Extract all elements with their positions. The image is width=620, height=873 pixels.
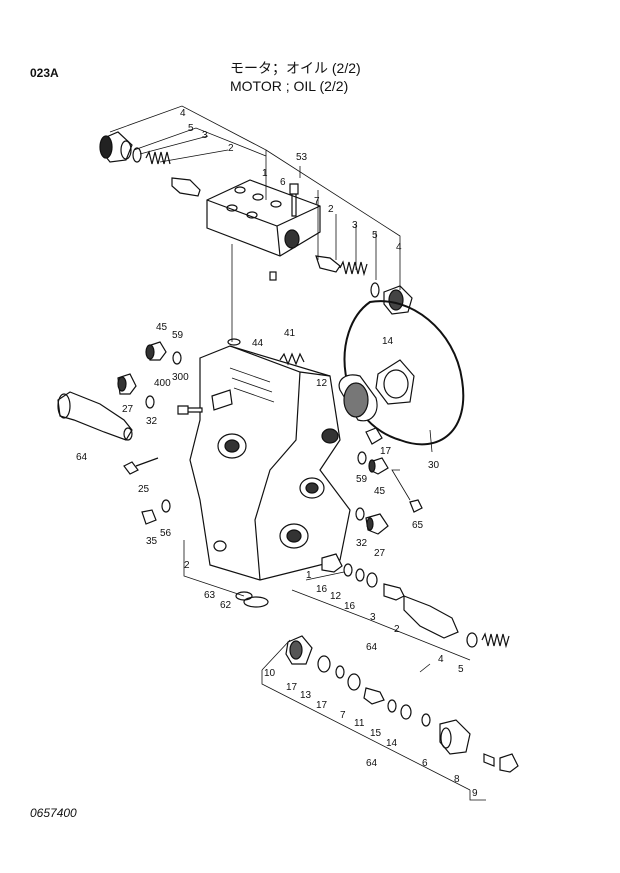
callout-35: 35 [146, 536, 158, 547]
callout-4: 4 [396, 242, 402, 253]
callout-17: 17 [316, 700, 328, 711]
callout-1: 1 [262, 168, 268, 179]
callout-2: 2 [328, 204, 334, 215]
callout-2: 2 [394, 624, 400, 635]
callout-59: 59 [356, 474, 368, 485]
callout-3: 3 [202, 130, 208, 141]
callout-32: 32 [356, 538, 368, 549]
callout-17: 17 [286, 682, 298, 693]
callout-15: 15 [370, 728, 382, 739]
callout-7: 7 [314, 196, 320, 207]
callout-64: 64 [76, 452, 88, 463]
callout-64: 64 [366, 642, 378, 653]
callout-13: 13 [300, 690, 312, 701]
title-english: MOTOR ; OIL (2/2) [230, 78, 349, 94]
callout-45: 45 [156, 322, 168, 333]
lower-spool-assembly [285, 635, 519, 773]
right-side-parts [227, 338, 423, 535]
upper-left-spool-set [99, 131, 201, 197]
callout-45: 45 [374, 486, 386, 497]
page-code: 023A [30, 66, 59, 80]
callout-8: 8 [454, 774, 460, 785]
title-japanese: モータ；オイル (2/2) [230, 60, 361, 76]
drawing-number: 0657400 [30, 806, 77, 820]
callout-6: 6 [422, 758, 428, 769]
upper-right-spool-set [315, 255, 413, 315]
callout-65: 65 [412, 520, 424, 531]
callout-11: 11 [354, 718, 365, 729]
upper-valve-block [206, 179, 321, 281]
callout-62: 62 [220, 600, 232, 611]
callout-17: 17 [380, 446, 392, 457]
callout-3: 3 [370, 612, 376, 623]
callout-44: 44 [252, 338, 264, 349]
callout-32: 32 [146, 416, 158, 427]
callout-2: 2 [184, 560, 190, 571]
callout-25: 25 [138, 484, 150, 495]
callout-4: 4 [438, 654, 444, 665]
callout-12: 12 [330, 591, 342, 602]
callout-labels: 4 5 3 2 1 53 6 7 2 3 5 4 14 12 30 45 59 … [76, 108, 478, 799]
callout-1: 1 [306, 570, 312, 581]
callout-400: 400 [154, 378, 171, 389]
main-motor-housing [189, 345, 351, 581]
callout-10: 10 [264, 668, 276, 679]
callout-53: 53 [296, 152, 308, 163]
callout-14: 14 [382, 336, 394, 347]
callout-27: 27 [122, 404, 134, 415]
callout-300: 300 [172, 372, 189, 383]
middle-spool-assembly [321, 553, 510, 649]
callout-16: 16 [344, 601, 356, 612]
callout-12: 12 [316, 378, 328, 389]
callout-7: 7 [340, 710, 346, 721]
ring-bearing-assembly [338, 300, 465, 446]
callout-5: 5 [372, 230, 378, 241]
callout-56: 56 [160, 528, 172, 539]
callout-64: 64 [366, 758, 378, 769]
callout-41: 41 [284, 328, 296, 339]
callout-5: 5 [188, 123, 194, 134]
callout-9: 9 [472, 788, 478, 799]
leader-lines [109, 105, 486, 801]
callout-16: 16 [316, 584, 328, 595]
callout-59: 59 [172, 330, 184, 341]
callout-5: 5 [458, 664, 464, 675]
callout-63: 63 [204, 590, 216, 601]
left-side-parts [57, 341, 203, 525]
callout-14: 14 [386, 738, 398, 749]
callout-30: 30 [428, 460, 440, 471]
bottom-seals [235, 591, 269, 608]
callout-3: 3 [352, 220, 358, 231]
callout-6: 6 [280, 177, 286, 188]
callout-2: 2 [228, 143, 234, 154]
callout-4: 4 [180, 108, 186, 119]
callout-27: 27 [374, 548, 386, 559]
